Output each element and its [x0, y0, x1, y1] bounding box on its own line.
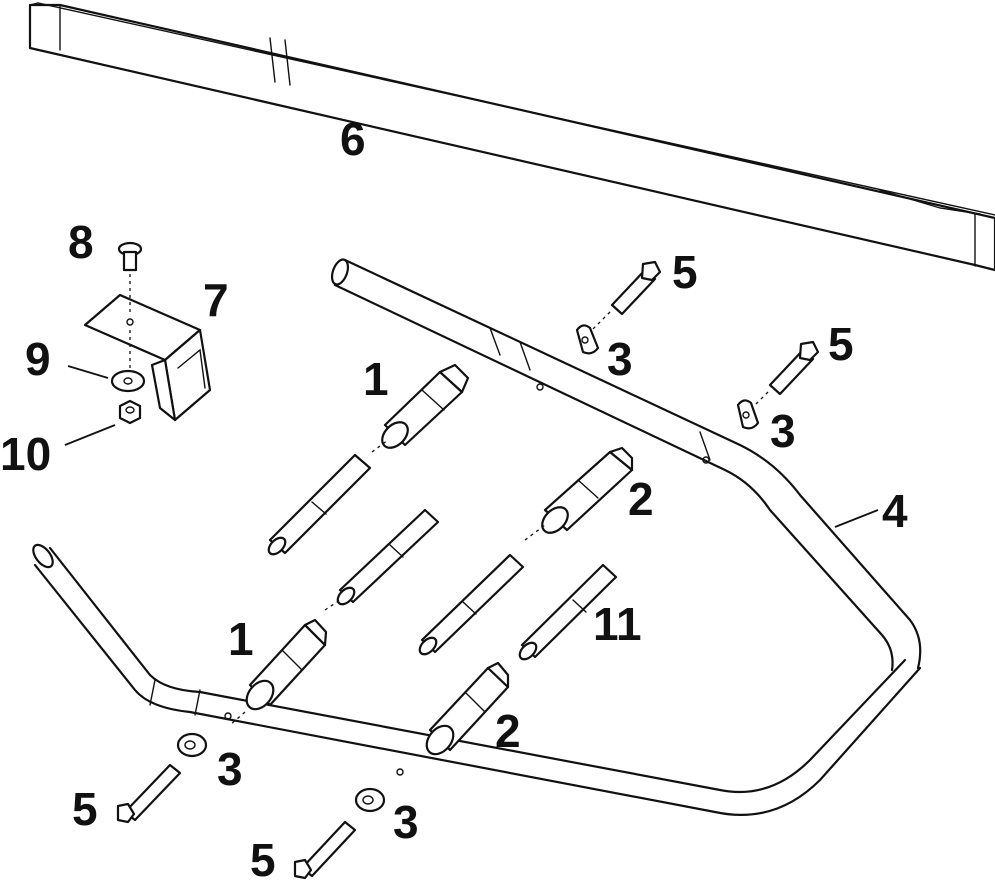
callout-1-upper: 1 [363, 353, 389, 405]
callout-3-upper-a: 3 [607, 333, 633, 385]
bolt-lower-b [293, 820, 357, 880]
leader-4 [834, 509, 879, 528]
clamp-lower-b [354, 787, 386, 813]
leader-10 [64, 424, 116, 446]
frame-upper-tube [330, 258, 922, 672]
rod-part-11 [518, 563, 618, 661]
callout-3-lower-a: 3 [217, 743, 243, 795]
callout-5-upper-b: 5 [828, 318, 854, 370]
callout-2-lower: 2 [495, 705, 521, 757]
nut-part [118, 399, 142, 425]
callout-11: 11 [593, 598, 642, 650]
bolt-upper-b [751, 340, 820, 409]
callout-2-upper: 2 [628, 473, 654, 525]
spacer-lower-1 [229, 618, 328, 726]
clamp-upper-b [736, 399, 760, 430]
washer-part [110, 330, 146, 393]
callout-3-lower-b: 3 [393, 796, 419, 848]
callout-10: 10 [0, 428, 51, 480]
clamp-lower-a [176, 732, 208, 758]
callout-8: 8 [68, 216, 94, 268]
callout-4: 4 [882, 485, 908, 537]
bracket-part [83, 293, 212, 422]
screw-part [117, 241, 143, 315]
board-part [28, 2, 995, 272]
rod-lower-middle [418, 553, 525, 656]
bolt-lower-a [116, 763, 182, 824]
callout-1-lower: 1 [228, 613, 254, 665]
spacer-upper-1 [371, 363, 470, 453]
callout-3-upper-b: 3 [770, 405, 796, 457]
leader-9 [67, 365, 109, 379]
clamp-upper-a [575, 324, 600, 355]
bolt-upper-a [591, 260, 662, 331]
callout-9: 9 [25, 333, 51, 385]
callout-5-upper-a: 5 [672, 246, 698, 298]
spacer-lower-2 [425, 661, 510, 756]
spacer-upper-2 [524, 446, 634, 541]
rod-middle [324, 508, 440, 611]
callout-6: 6 [340, 113, 366, 165]
callout-5-lower-a: 5 [72, 783, 98, 835]
callout-5-lower-b: 5 [250, 834, 276, 880]
callout-7: 7 [203, 274, 229, 326]
frame-lower-tube [32, 543, 922, 816]
rod-upper-left [267, 453, 372, 556]
